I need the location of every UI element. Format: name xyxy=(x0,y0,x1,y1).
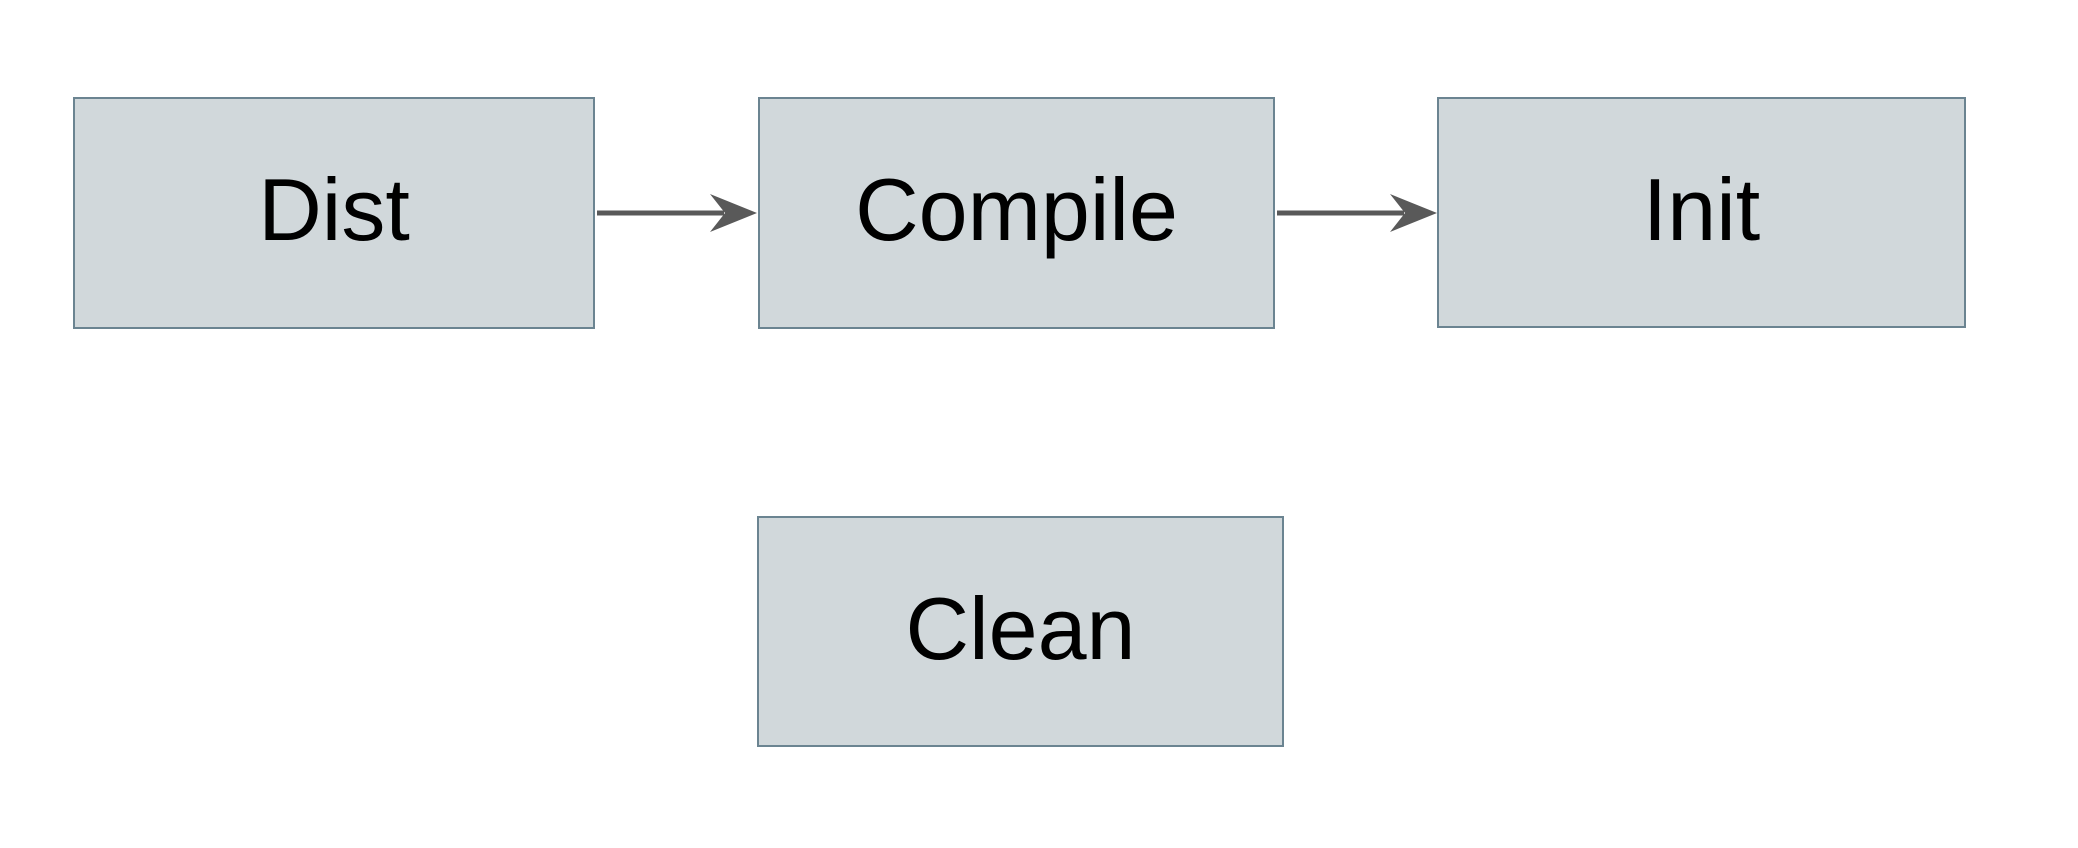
node-init: Init xyxy=(1437,97,1966,328)
arrow-dist-to-compile xyxy=(597,194,757,232)
node-compile-label: Compile xyxy=(855,160,1178,259)
node-clean-label: Clean xyxy=(905,578,1136,678)
node-compile: Compile xyxy=(758,97,1275,329)
node-dist-label: Dist xyxy=(258,160,410,259)
arrow-compile-to-init xyxy=(1277,194,1437,232)
node-dist: Dist xyxy=(73,97,595,329)
node-clean: Clean xyxy=(757,516,1284,747)
node-init-label: Init xyxy=(1642,159,1761,259)
